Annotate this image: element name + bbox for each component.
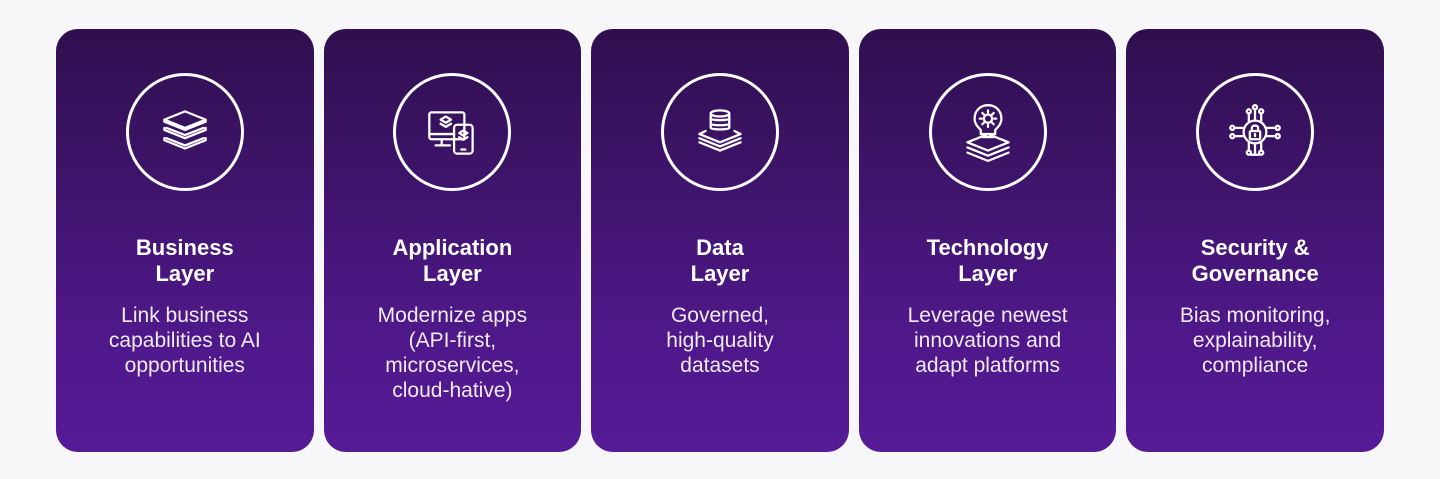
card-title: Technology Layer [888,235,1088,287]
desc-line: adapt platforms [915,354,1060,377]
card-description: Bias monitoring, explainability, complia… [1150,303,1360,378]
desc-line: Bias monitoring, [1179,304,1331,327]
title-line: Security & [1200,235,1310,260]
title-line: Layer [155,261,215,286]
card-title: Application Layer [352,235,552,287]
title-line: Application [392,235,513,260]
desc-line: microservices, [385,354,520,377]
title-line: Data [696,235,744,260]
desc-line: Governed, [670,304,770,327]
icon-circle [393,73,512,191]
title-line: Business [135,235,234,260]
title-line: Technology [926,235,1049,260]
icon-circle [928,73,1047,191]
title-line: Layer [423,261,482,286]
card-security-governance: Security & Governance Bias monitoring, e… [1126,29,1384,452]
card-title: Security & Governance [1155,235,1355,287]
card-description: Modernize apps (API-first, microservices… [347,303,557,403]
desc-line: Link business [121,304,249,327]
desc-line: high-quality [666,329,774,352]
layer-cards-row: Business Layer Link business capabilitie… [56,29,1384,452]
lightbulb-gear-icon [965,104,1010,163]
devices-icon [428,111,475,155]
card-data-layer: Data Layer Governed, high-quality datase… [591,29,849,452]
icon-circle [125,73,244,191]
card-title: Data Layer [620,235,820,287]
card-business-layer: Business Layer Link business capabilitie… [56,29,314,452]
circuit-lock-icon [1229,104,1282,156]
desc-line: datasets [680,354,760,377]
card-application-layer: Application Layer Modernize apps (API-fi… [323,29,582,452]
desc-line: Modernize apps [377,304,528,327]
desc-line: explainability, [1192,329,1318,352]
desc-line: capabilities to AI [108,329,261,352]
desc-line: compliance [1202,354,1309,377]
database-icon [698,109,742,152]
desc-line: innovations and [914,329,1062,352]
desc-line: Leverage newest [907,304,1068,327]
desc-line: (API-first, [408,329,497,352]
card-technology-layer: Technology Layer Leverage newest innovat… [858,29,1117,452]
card-description: Leverage newest innovations and adapt pl… [883,303,1093,378]
icon-circle [1196,73,1315,191]
desc-line: cloud-hative) [392,379,513,402]
title-line: Layer [958,261,1017,286]
layers-icon [163,110,207,150]
desc-line: opportunities [124,354,245,377]
title-line: Layer [690,261,750,286]
title-line: Governance [1191,261,1319,286]
card-description: Governed, high-quality datasets [615,303,825,378]
card-title: Business Layer [85,235,285,287]
icon-circle [660,73,779,191]
card-description: Link business capabilities to AI opportu… [80,303,290,378]
